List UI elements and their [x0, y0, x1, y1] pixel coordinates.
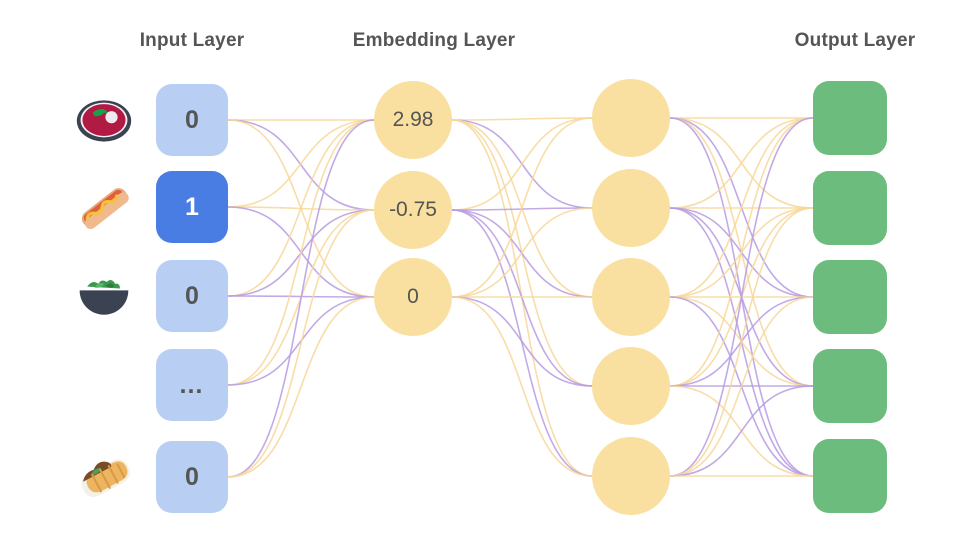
- embedding-node-0[interactable]: 2.98: [374, 81, 452, 159]
- title-embedding-layer: Embedding Layer: [352, 30, 516, 51]
- output-node-1[interactable]: [813, 171, 887, 245]
- hot-dog-icon: [72, 175, 136, 239]
- title-output-layer: Output Layer: [794, 30, 916, 51]
- hidden-node-2[interactable]: [592, 258, 670, 336]
- embedding-node-2[interactable]: 0: [374, 258, 452, 336]
- embedding-node-value: 0: [407, 285, 419, 308]
- input-node-1[interactable]: 1: [156, 171, 228, 243]
- embedding-node-value: 2.98: [392, 108, 434, 131]
- input-node-value: …: [178, 370, 206, 399]
- hidden-node-3[interactable]: [592, 347, 670, 425]
- input-node-value: 1: [185, 192, 199, 221]
- title-input-layer: Input Layer: [139, 30, 245, 51]
- output-node-2[interactable]: [813, 260, 887, 334]
- input-node-value: 0: [185, 462, 199, 491]
- input-node-2[interactable]: 0: [156, 260, 228, 332]
- input-node-value: 0: [185, 281, 199, 310]
- hidden-node-0[interactable]: [592, 79, 670, 157]
- input-node-value: 0: [185, 105, 199, 134]
- output-node-0[interactable]: [813, 81, 887, 155]
- meat-on-plate-icon: [72, 88, 136, 152]
- input-node-0[interactable]: 0: [156, 84, 228, 156]
- output-node-3[interactable]: [813, 349, 887, 423]
- input-node-4[interactable]: 0: [156, 441, 228, 513]
- burrito-icon: [72, 445, 136, 509]
- embedding-node-value: -0.75: [389, 198, 437, 221]
- output-node-4[interactable]: [813, 439, 887, 513]
- input-node-3[interactable]: …: [156, 349, 228, 421]
- green-salad-icon: [72, 264, 136, 328]
- embedding-node-1[interactable]: -0.75: [374, 171, 452, 249]
- hidden-node-4[interactable]: [592, 437, 670, 515]
- hidden-node-1[interactable]: [592, 169, 670, 247]
